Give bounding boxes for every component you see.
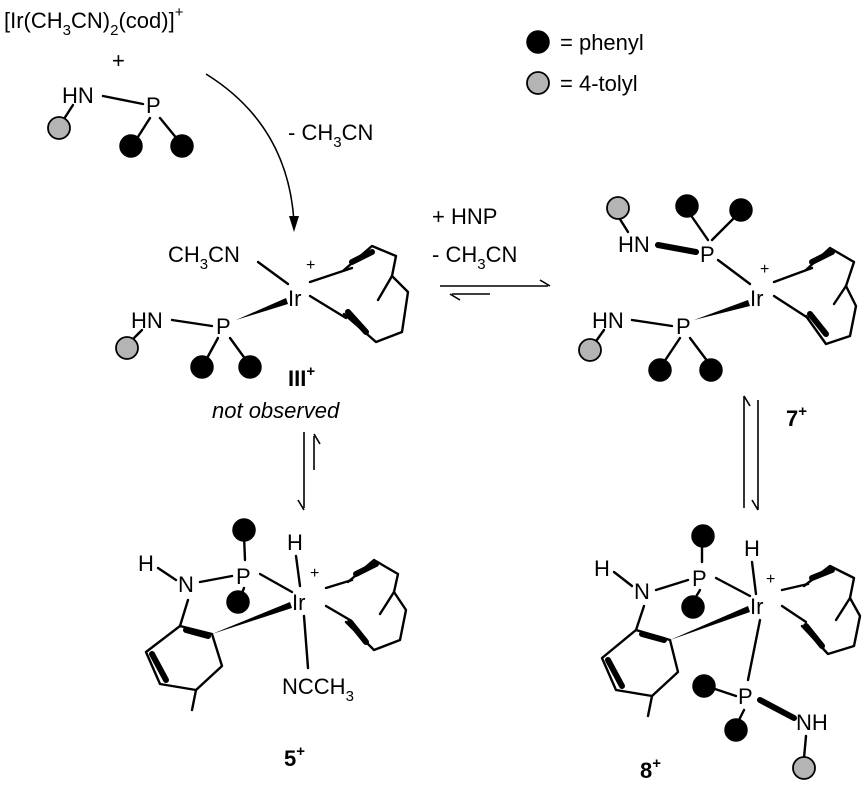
legend: = phenyl = 4-tolyl xyxy=(526,30,644,96)
phenyl-dot xyxy=(648,358,672,382)
phenyl-dot xyxy=(190,355,214,379)
phenyl-dot xyxy=(724,718,748,742)
tolyl-legend-label: = 4-tolyl xyxy=(560,71,638,96)
phenyl-dot xyxy=(692,674,716,698)
plus-sign: + xyxy=(112,48,125,73)
tolyl-dot xyxy=(606,196,630,220)
compound-8: H N P H Ir + P NH xyxy=(594,524,862,783)
hydride-h-label: H xyxy=(287,530,303,555)
reverse-arrowhead xyxy=(449,293,461,301)
phenyl-dot xyxy=(119,134,143,158)
compound-id: 8+ xyxy=(640,755,661,783)
compound-5: H N P H Ir + NCCH3 xyxy=(138,518,408,771)
acetonitrile-loss-label: - CH3CN xyxy=(288,120,373,151)
cod-ligand xyxy=(342,244,410,344)
phenyl-dot xyxy=(675,194,699,218)
charge-label: + xyxy=(306,257,315,274)
hnp-addition-label: + HNP xyxy=(432,204,497,229)
nh-label: NH xyxy=(796,710,828,735)
acetonitrile-ligand-label: CH3CN xyxy=(168,242,240,273)
down-arrowhead xyxy=(297,499,305,511)
cod-ligand xyxy=(804,246,858,346)
not-observed-note: not observed xyxy=(212,398,340,423)
phenyl-dot xyxy=(238,355,262,379)
phenyl-dot xyxy=(699,358,723,382)
cod-ligand xyxy=(800,564,862,656)
phenyl-dot xyxy=(729,198,753,222)
phenyl-dot xyxy=(681,595,705,619)
amine-h-label: H xyxy=(138,551,154,576)
p-label: P xyxy=(236,564,251,589)
hn-top-label: HN xyxy=(618,232,650,257)
compound-id: 7+ xyxy=(786,403,807,431)
phenyl-legend-dot xyxy=(526,30,550,54)
up-arrowhead xyxy=(743,395,751,407)
up-arrowhead xyxy=(313,433,321,445)
ligand-substitution-arrow: - CH3CN xyxy=(205,73,373,232)
p-top-label: P xyxy=(700,242,715,267)
down-arrowhead xyxy=(751,499,759,511)
tolyl-legend-dot xyxy=(526,71,550,95)
forward-arrowhead xyxy=(539,279,551,287)
tolyl-dot xyxy=(47,116,71,140)
tolyl-dot xyxy=(115,336,139,360)
hn-bottom-label: HN xyxy=(592,308,624,333)
compound-III: CH3CN Ir + HN P III+ not observed xyxy=(115,242,410,423)
compound-7-bonds xyxy=(592,212,814,364)
hn-label: HN xyxy=(62,83,94,108)
aryl-ring xyxy=(144,624,224,712)
phenyl-dot xyxy=(170,134,194,158)
compound-8-bonds xyxy=(612,540,810,760)
phenyl-legend-label: = phenyl xyxy=(560,30,644,55)
phenyl-dot xyxy=(226,590,250,614)
acetonitrile-ligand-label: NCCH3 xyxy=(282,674,354,705)
lower-p-label: P xyxy=(738,684,753,709)
compound-id: III+ xyxy=(288,363,315,391)
charge-label: + xyxy=(760,261,769,278)
iridium-precursor-formula: [Ir(CH3CN)2(cod)]+ xyxy=(4,4,184,39)
p-bottom-label: P xyxy=(676,314,691,339)
iridium-label: Ir xyxy=(288,286,301,311)
p-label: P xyxy=(692,566,707,591)
equilibrium-7-8 xyxy=(743,395,759,511)
iridium-label: Ir xyxy=(292,590,305,615)
tolyl-dot xyxy=(792,756,816,780)
iridium-label: Ir xyxy=(750,286,763,311)
cod-ligand xyxy=(344,558,408,652)
compound-5-bonds xyxy=(156,534,354,670)
charge-label: + xyxy=(766,571,775,588)
amine-h-label: H xyxy=(594,556,610,581)
phenyl-dot xyxy=(232,518,256,542)
compound-III-bonds xyxy=(128,260,354,362)
p-label: P xyxy=(216,314,231,339)
equilibrium-III-5 xyxy=(297,432,321,511)
n-label: N xyxy=(634,579,650,604)
compound-id: 5+ xyxy=(284,743,305,771)
starting-materials: [Ir(CH3CN)2(cod)]+ + HN P xyxy=(4,4,194,158)
n-label: N xyxy=(178,572,194,597)
tolyl-dot xyxy=(578,338,602,362)
compound-7: HN P Ir + HN P xyxy=(578,194,858,431)
p-label: P xyxy=(146,93,161,118)
iridium-label: Ir xyxy=(750,594,763,619)
acetonitrile-loss-label: - CH3CN xyxy=(432,242,517,273)
hn-label: HN xyxy=(131,308,163,333)
charge-label: + xyxy=(310,565,319,582)
aryl-ring xyxy=(600,628,680,718)
arrowhead xyxy=(289,216,299,232)
equilibrium-III-7: + HNP - CH3CN xyxy=(432,204,551,301)
phenyl-dot xyxy=(691,524,715,548)
hydride-h-label: H xyxy=(744,536,760,561)
